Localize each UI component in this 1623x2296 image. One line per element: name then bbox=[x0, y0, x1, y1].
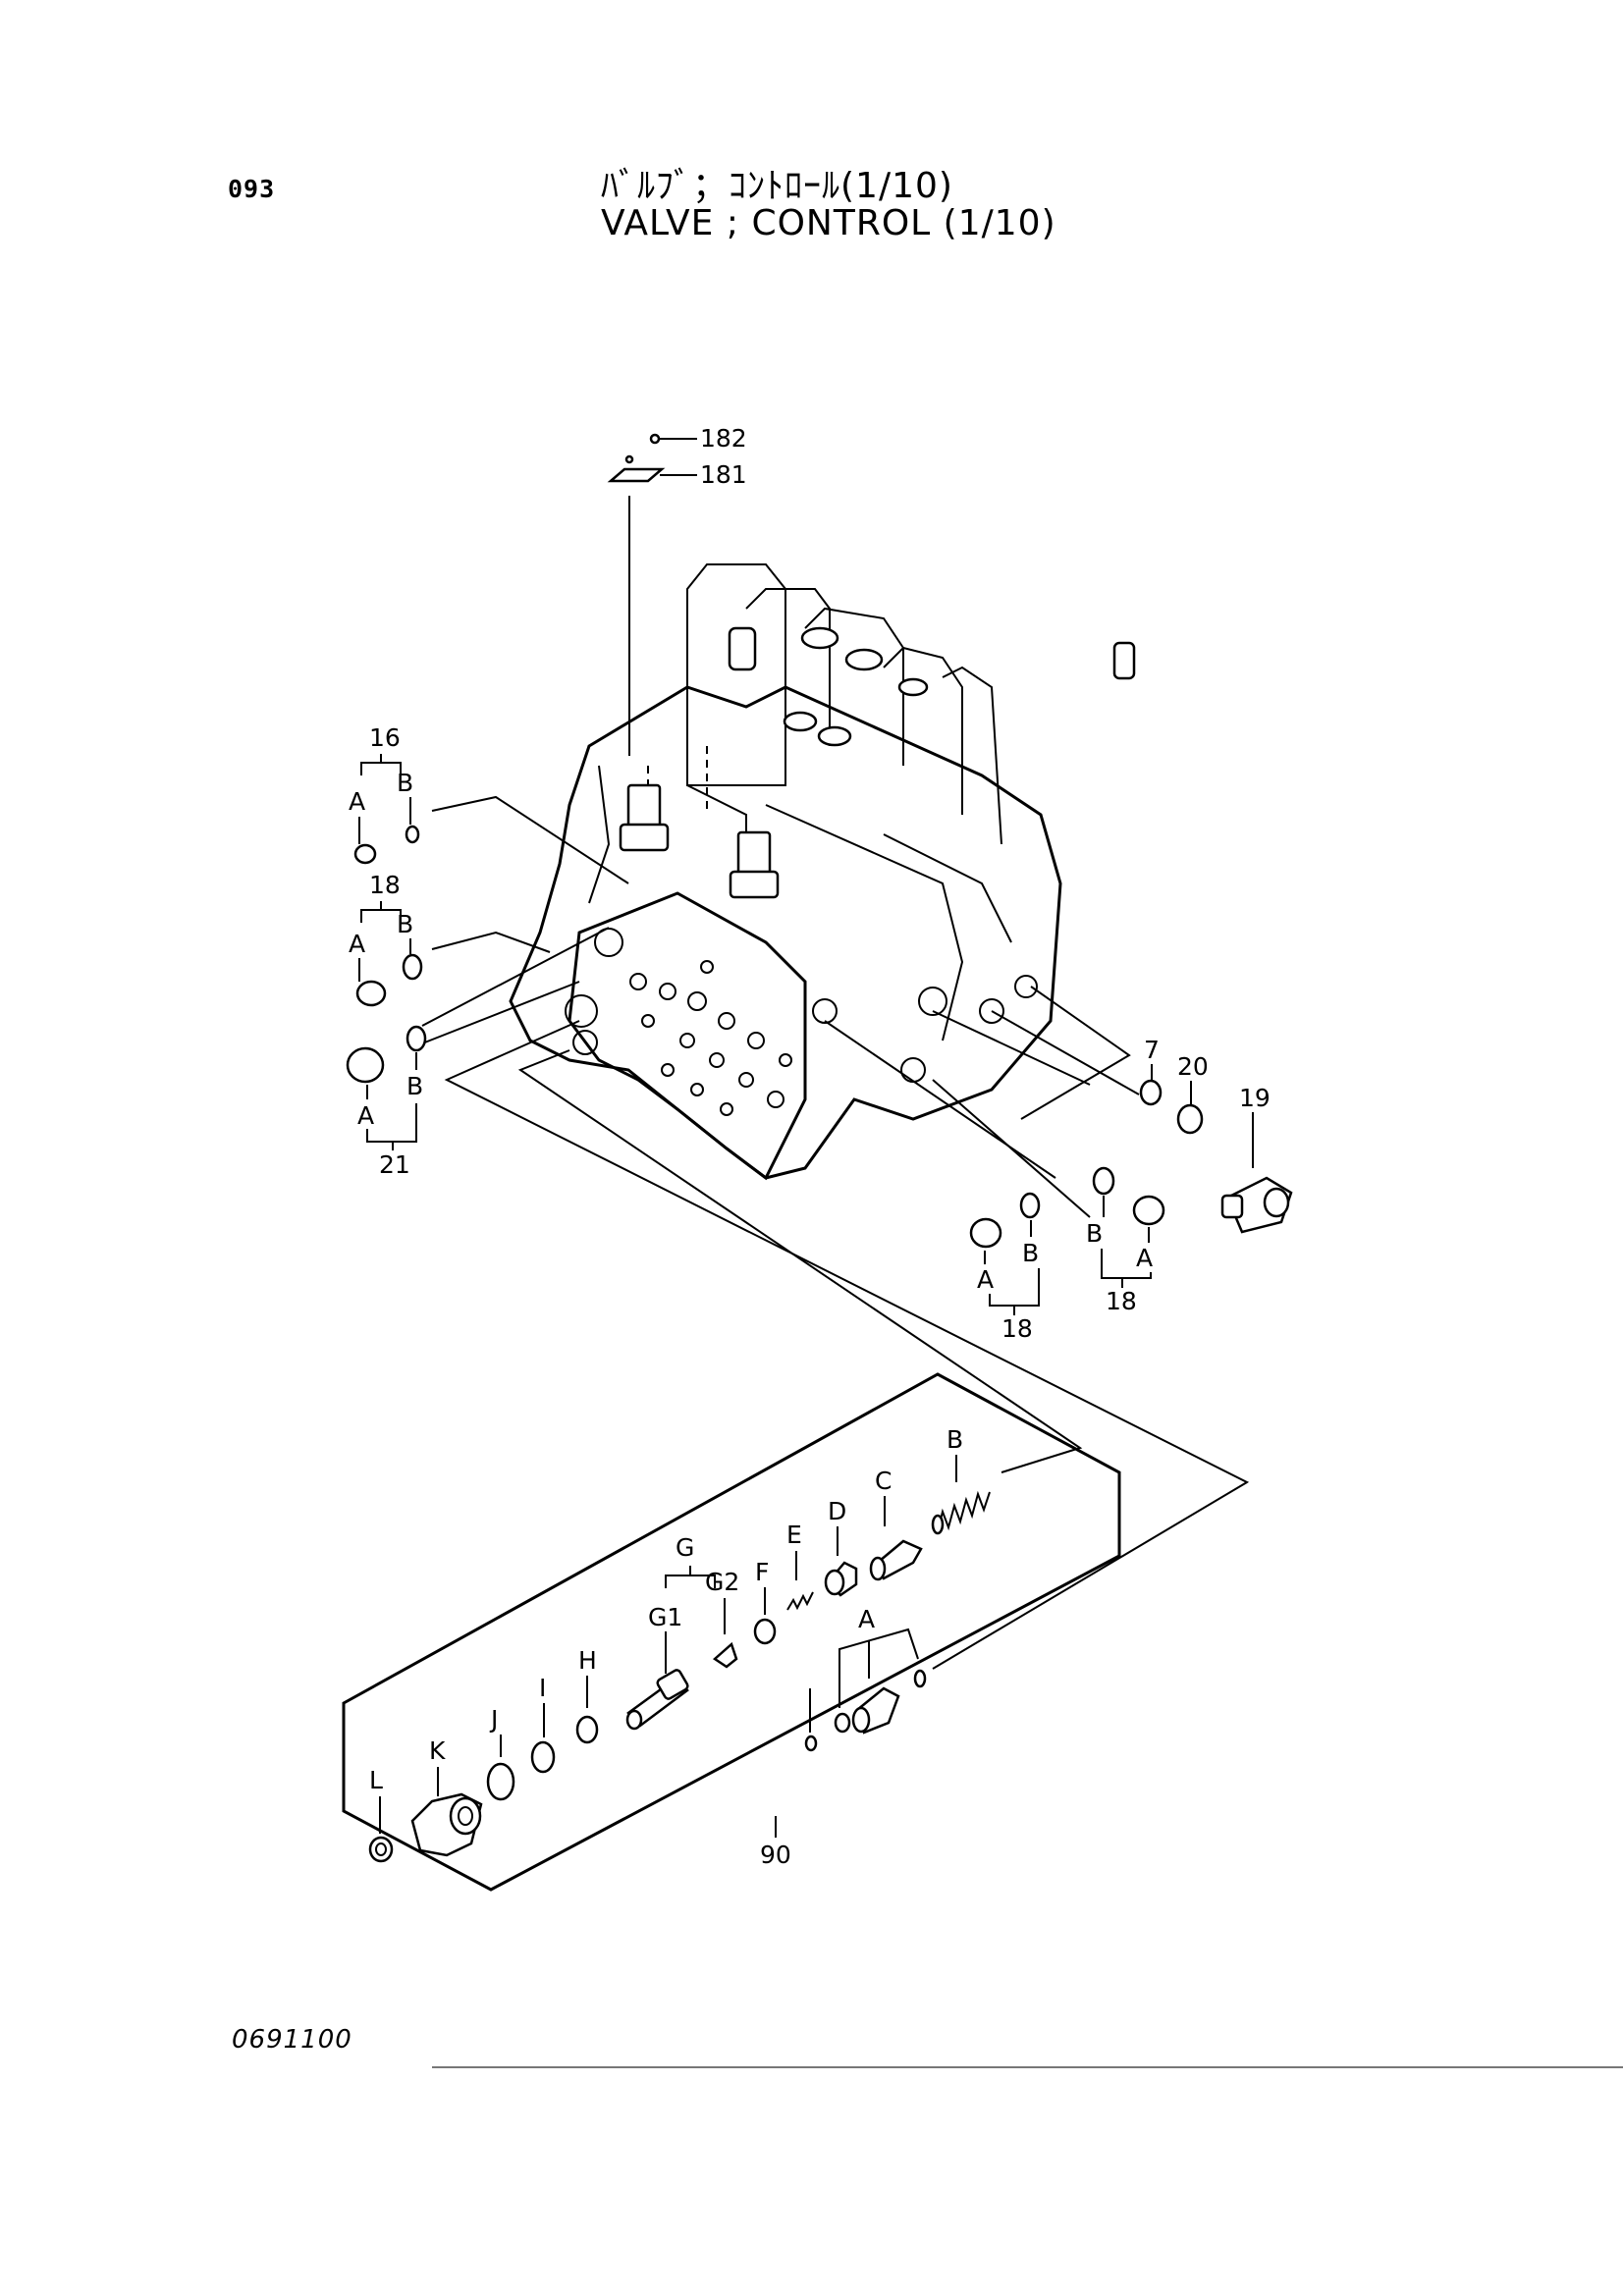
callout-21: 21 bbox=[379, 1150, 410, 1179]
label-j: J bbox=[489, 1705, 498, 1734]
callout-18-middle: 18 bbox=[1001, 1314, 1033, 1343]
label-a: A bbox=[858, 1605, 875, 1633]
label-g2: G2 bbox=[705, 1568, 739, 1596]
label-l: L bbox=[369, 1766, 383, 1794]
callout-21-a: A bbox=[357, 1101, 374, 1130]
label-g: G bbox=[676, 1533, 694, 1562]
callout-18-middle-a: A bbox=[977, 1265, 994, 1294]
callout-21-b: B bbox=[406, 1072, 423, 1100]
callout-16-b: B bbox=[397, 769, 413, 797]
label-h: H bbox=[578, 1646, 597, 1675]
part-181-182: 182 181 bbox=[607, 424, 747, 489]
callout-7: 7 bbox=[1144, 1036, 1160, 1064]
leader-lines bbox=[416, 438, 1250, 1670]
assembly-90-frame: 90 bbox=[342, 1372, 1121, 1892]
callout-18-right-a: A bbox=[1136, 1244, 1153, 1272]
callout-18-left: 18 bbox=[369, 871, 401, 899]
page-title-japanese: ﾊﾞﾙﾌﾞ；ｺﾝﾄﾛｰﾙ(1/10) bbox=[601, 166, 953, 206]
callout-18-right: 18 bbox=[1106, 1287, 1137, 1315]
callout-18-right-b: B bbox=[1086, 1219, 1103, 1248]
callout-18-left-a: A bbox=[349, 930, 365, 958]
label-k: K bbox=[429, 1736, 446, 1765]
part-18-middle-group: B A 18 bbox=[969, 1192, 1041, 1343]
label-g1: G1 bbox=[648, 1603, 682, 1631]
page-title-english: VALVE ; CONTROL (1/10) bbox=[601, 203, 1056, 243]
callout-182: 182 bbox=[700, 424, 747, 453]
callout-16-a: A bbox=[349, 787, 365, 816]
callout-19: 19 bbox=[1239, 1084, 1271, 1112]
drawing-number: 0691100 bbox=[232, 2025, 352, 2055]
label-e: E bbox=[786, 1521, 802, 1549]
label-b: B bbox=[947, 1425, 963, 1454]
callout-18-left-b: B bbox=[397, 910, 413, 938]
callout-90: 90 bbox=[760, 1841, 791, 1869]
label-d: D bbox=[828, 1497, 846, 1525]
callout-181: 181 bbox=[700, 460, 747, 489]
part-16-group: 16 A B bbox=[349, 723, 420, 865]
label-f: F bbox=[755, 1558, 769, 1586]
callout-16: 16 bbox=[369, 723, 401, 752]
callout-18-middle-b: B bbox=[1022, 1239, 1039, 1267]
label-c: C bbox=[875, 1467, 892, 1495]
part-18-left-group: 18 A B bbox=[349, 871, 423, 1007]
callout-20: 20 bbox=[1177, 1052, 1209, 1081]
control-valve-body bbox=[509, 563, 1136, 1181]
part-21-group: B A 21 bbox=[346, 1025, 427, 1179]
part-7-20-19: 7 20 19 bbox=[1139, 1036, 1293, 1234]
page-number: 093 bbox=[228, 175, 276, 203]
footer-divider bbox=[432, 2066, 1623, 2068]
label-i: I bbox=[539, 1674, 546, 1702]
assembly-90-parts: L K J I H G G1 G2 F bbox=[368, 1425, 991, 1863]
part-18-right-group: B A 18 bbox=[1086, 1166, 1165, 1315]
